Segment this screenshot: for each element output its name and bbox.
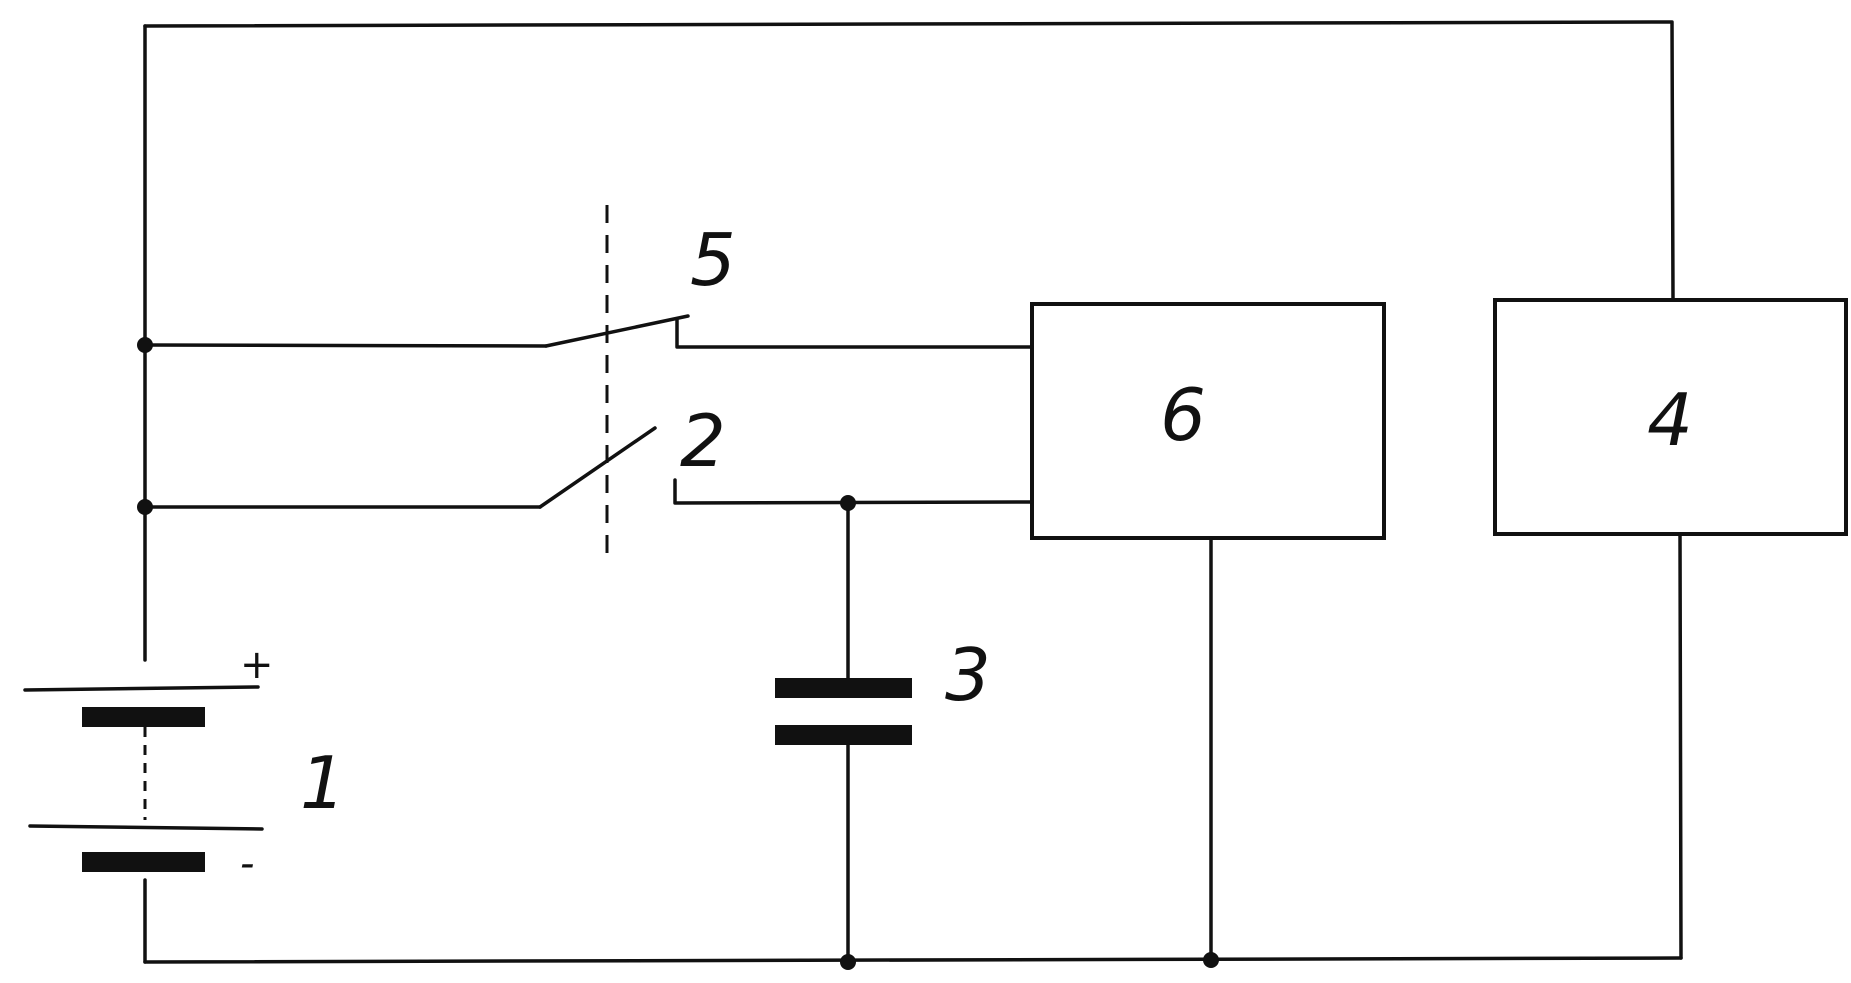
switch-5-contact	[677, 320, 1032, 347]
battery-plate-long-bottom	[30, 826, 262, 829]
battery-plate-long-top	[25, 687, 258, 690]
wire-bottom	[145, 958, 1681, 962]
switch-2-blade	[540, 428, 655, 507]
label-block-right: 4	[1647, 378, 1693, 462]
wire-top	[145, 22, 1673, 298]
block-6	[1032, 304, 1384, 538]
junction-node-capacitor-bottom	[840, 954, 856, 970]
capacitor-plate-top	[775, 678, 912, 698]
capacitor-plate-bottom	[775, 725, 912, 745]
switch-5-blade	[546, 316, 688, 346]
label-minus-sign: -	[240, 841, 254, 887]
label-capacitor: 3	[945, 633, 991, 717]
junction-node-block-6-bottom	[1203, 952, 1219, 968]
label-plus-sign: +	[240, 642, 274, 688]
junction-node-left-lower	[137, 499, 153, 515]
battery-plate-short-top	[82, 707, 205, 727]
label-battery: 1	[300, 741, 346, 825]
label-switch-upper: 5	[690, 218, 736, 302]
battery-plate-short-bottom	[82, 852, 205, 872]
label-block-center: 6	[1160, 373, 1206, 457]
junction-node-left-upper	[137, 337, 153, 353]
wire-block-4-bottom	[1680, 534, 1681, 958]
wire-upper-branch-left	[145, 345, 546, 346]
label-switch-lower: 2	[680, 399, 726, 483]
junction-node-capacitor-top	[840, 495, 856, 511]
